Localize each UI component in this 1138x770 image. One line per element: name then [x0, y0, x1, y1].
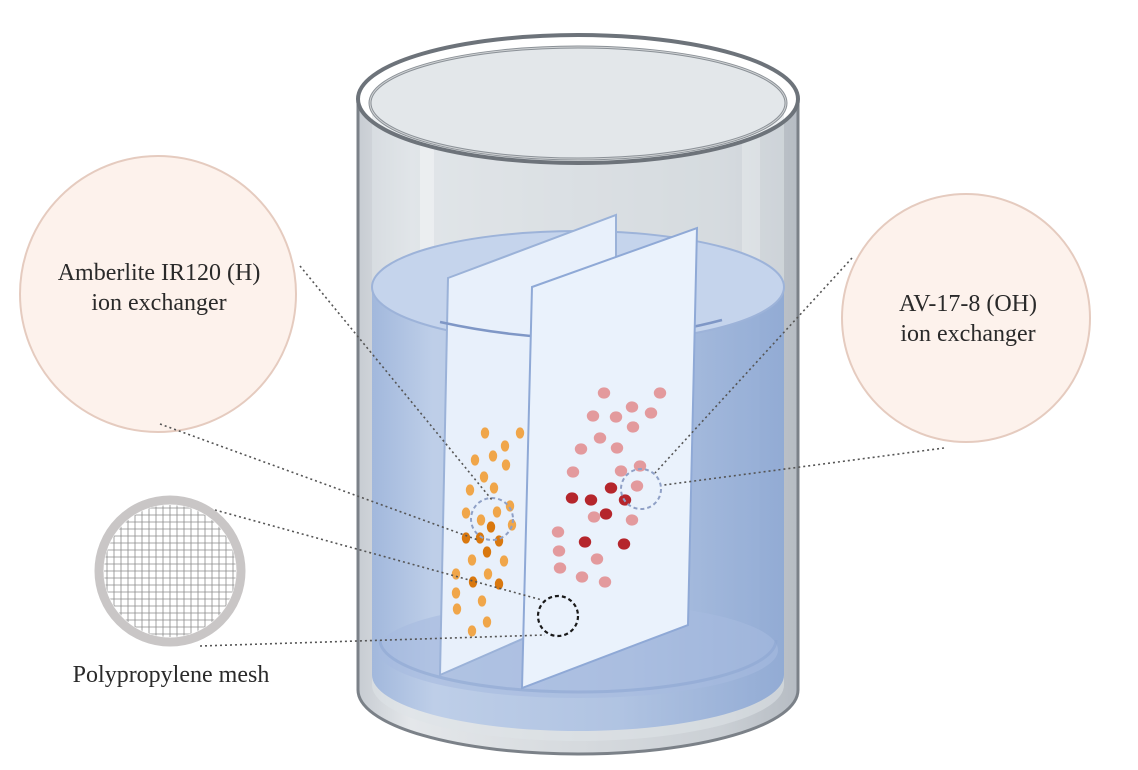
amberlite-zoom-circle	[470, 497, 514, 541]
av17-bead	[625, 514, 639, 526]
amberlite-bead	[452, 603, 462, 615]
amberlite-bead	[467, 625, 477, 637]
amberlite-bead	[451, 587, 461, 599]
amberlite-callout-bubble	[19, 155, 297, 433]
amberlite-bead	[482, 546, 492, 558]
amberlite-bead	[501, 459, 511, 471]
av17-bead	[598, 576, 612, 588]
av17-bead	[565, 492, 579, 504]
amberlite-bead	[470, 454, 480, 466]
mesh-zoom-circle	[536, 594, 580, 638]
amberlite-bead	[467, 554, 477, 566]
av17-bead	[644, 407, 658, 419]
amberlite-label-line2: ion exchanger	[91, 290, 227, 316]
amberlite-bead	[499, 555, 509, 567]
amberlite-beads	[451, 427, 525, 637]
polypropylene-mesh-disk	[94, 495, 246, 647]
av17-bead	[586, 410, 600, 422]
av17-bead	[653, 387, 667, 399]
av17-bead	[584, 494, 598, 506]
av17-bead	[609, 411, 623, 423]
amberlite-bead	[500, 440, 510, 452]
av17-bead	[552, 545, 566, 557]
amberlite-bead	[507, 519, 517, 531]
av17-bead	[566, 466, 580, 478]
leader-lines	[159, 257, 945, 647]
amberlite-bead	[477, 595, 487, 607]
amberlite-bead	[465, 484, 475, 496]
av17-bead	[574, 443, 588, 455]
amberlite-bead	[480, 427, 490, 439]
amberlite-bead	[468, 576, 478, 588]
av178-label: AV-17-8 (OH) ion exchanger	[846, 289, 1090, 349]
av178-label-line1: AV-17-8 (OH)	[899, 291, 1037, 317]
av17-bead	[604, 482, 618, 494]
amberlite-bead	[479, 471, 489, 483]
amberlite-bead	[515, 427, 525, 439]
amberlite-bead	[475, 532, 485, 544]
av17-bead	[553, 562, 567, 574]
av17-bead	[587, 511, 601, 523]
av17-beads	[551, 387, 667, 588]
beaker-rim	[356, 33, 800, 165]
av17-bead	[614, 465, 628, 477]
av17-bead	[617, 538, 631, 550]
amberlite-label-line1: Amberlite IR120 (H)	[57, 260, 261, 286]
av17-bead	[575, 571, 589, 583]
av178-label-line2: ion exchanger	[900, 321, 1036, 347]
av17-bead	[578, 536, 592, 548]
av17-bead	[633, 460, 647, 472]
amberlite-bead	[483, 568, 493, 580]
av178-callout-bubble	[841, 193, 1091, 443]
av17-bead	[590, 553, 604, 565]
av17-bead	[599, 508, 613, 520]
amberlite-bead	[505, 500, 515, 512]
amberlite-bead	[486, 521, 496, 533]
av17-bead	[630, 480, 644, 492]
amberlite-bead	[461, 532, 471, 544]
av17-bead	[625, 401, 639, 413]
amberlite-bead	[494, 578, 504, 590]
amberlite-bead	[451, 568, 461, 580]
amberlite-bead	[476, 514, 486, 526]
amberlite-bead	[482, 616, 492, 628]
anion-exchange-sheet	[520, 226, 699, 690]
amberlite-bead	[461, 507, 471, 519]
amberlite-bead	[492, 506, 502, 518]
amberlite-bead	[489, 482, 499, 494]
av17-bead	[593, 432, 607, 444]
mesh-label: Polypropylene mesh	[72, 662, 270, 688]
av17-bead	[597, 387, 611, 399]
av178-zoom-circle	[620, 468, 662, 510]
av17-bead	[610, 442, 624, 454]
amberlite-bead	[488, 450, 498, 462]
av17-bead	[626, 421, 640, 433]
amberlite-label: Amberlite IR120 (H) ion exchanger	[28, 258, 290, 318]
av17-bead	[551, 526, 565, 538]
